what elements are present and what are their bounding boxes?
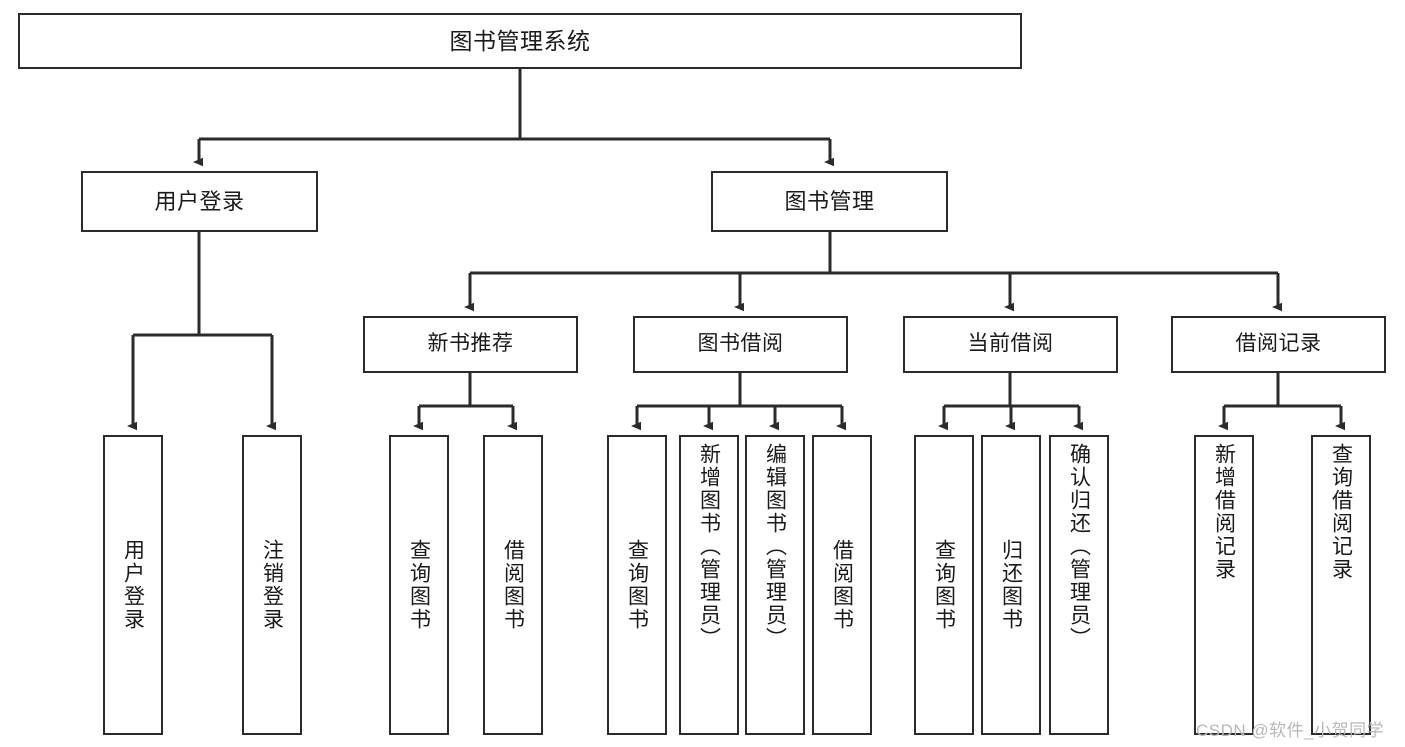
node-leaf-borrow-book-1[interactable]: 借阅图书 <box>483 435 543 735</box>
node-leaf-query-record[interactable]: 查询借阅记录 <box>1311 435 1371 735</box>
node-leaf-query-book-3-label: 查询图书 <box>932 539 956 631</box>
node-book-borrow-label: 图书借阅 <box>697 332 784 356</box>
node-root[interactable]: 图书管理系统 <box>18 13 1022 69</box>
node-leaf-query-book-1-label: 查询图书 <box>407 539 431 631</box>
node-leaf-add-record-label: 新增借阅记录 <box>1212 443 1236 581</box>
node-leaf-query-book-3[interactable]: 查询图书 <box>914 435 974 735</box>
node-leaf-confirm-return[interactable]: 确认归还（管理员） <box>1049 435 1109 735</box>
node-leaf-edit-book[interactable]: 编辑图书（管理员） <box>745 435 805 735</box>
node-new-book-rec[interactable]: 新书推荐 <box>363 316 578 373</box>
csdn-watermark: CSDN @软件_小贺同学 <box>1196 721 1385 740</box>
node-leaf-add-book-label: 新增图书（管理员） <box>697 443 721 650</box>
node-user-login-label: 用户登录 <box>154 188 245 214</box>
node-book-manage-label: 图书管理 <box>784 188 875 214</box>
node-current-borrow[interactable]: 当前借阅 <box>903 316 1118 373</box>
node-leaf-edit-book-label: 编辑图书（管理员） <box>763 443 787 650</box>
node-leaf-logout[interactable]: 注销登录 <box>242 435 302 735</box>
node-new-book-rec-label: 新书推荐 <box>427 332 514 356</box>
node-leaf-query-record-label: 查询借阅记录 <box>1329 443 1353 581</box>
node-leaf-borrow-book-2[interactable]: 借阅图书 <box>812 435 872 735</box>
node-book-manage[interactable]: 图书管理 <box>711 171 948 232</box>
node-leaf-borrow-book-1-label: 借阅图书 <box>501 539 525 631</box>
node-user-login[interactable]: 用户登录 <box>81 171 318 232</box>
node-book-borrow[interactable]: 图书借阅 <box>633 316 848 373</box>
node-leaf-query-book-1[interactable]: 查询图书 <box>389 435 449 735</box>
node-leaf-return-book-label: 归还图书 <box>999 539 1023 631</box>
node-borrow-record[interactable]: 借阅记录 <box>1171 316 1386 373</box>
node-leaf-return-book[interactable]: 归还图书 <box>981 435 1041 735</box>
node-leaf-user-login-label: 用户登录 <box>121 539 145 631</box>
node-leaf-query-book-2-label: 查询图书 <box>625 539 649 631</box>
node-leaf-borrow-book-2-label: 借阅图书 <box>830 539 854 631</box>
node-current-borrow-label: 当前借阅 <box>967 332 1054 356</box>
node-root-label: 图书管理系统 <box>449 27 591 54</box>
node-leaf-query-book-2[interactable]: 查询图书 <box>607 435 667 735</box>
node-leaf-logout-label: 注销登录 <box>260 539 284 631</box>
node-borrow-record-label: 借阅记录 <box>1235 332 1322 356</box>
node-leaf-confirm-return-label: 确认归还（管理员） <box>1067 443 1091 650</box>
node-leaf-add-record[interactable]: 新增借阅记录 <box>1194 435 1254 735</box>
node-leaf-add-book[interactable]: 新增图书（管理员） <box>679 435 739 735</box>
node-leaf-user-login[interactable]: 用户登录 <box>103 435 163 735</box>
